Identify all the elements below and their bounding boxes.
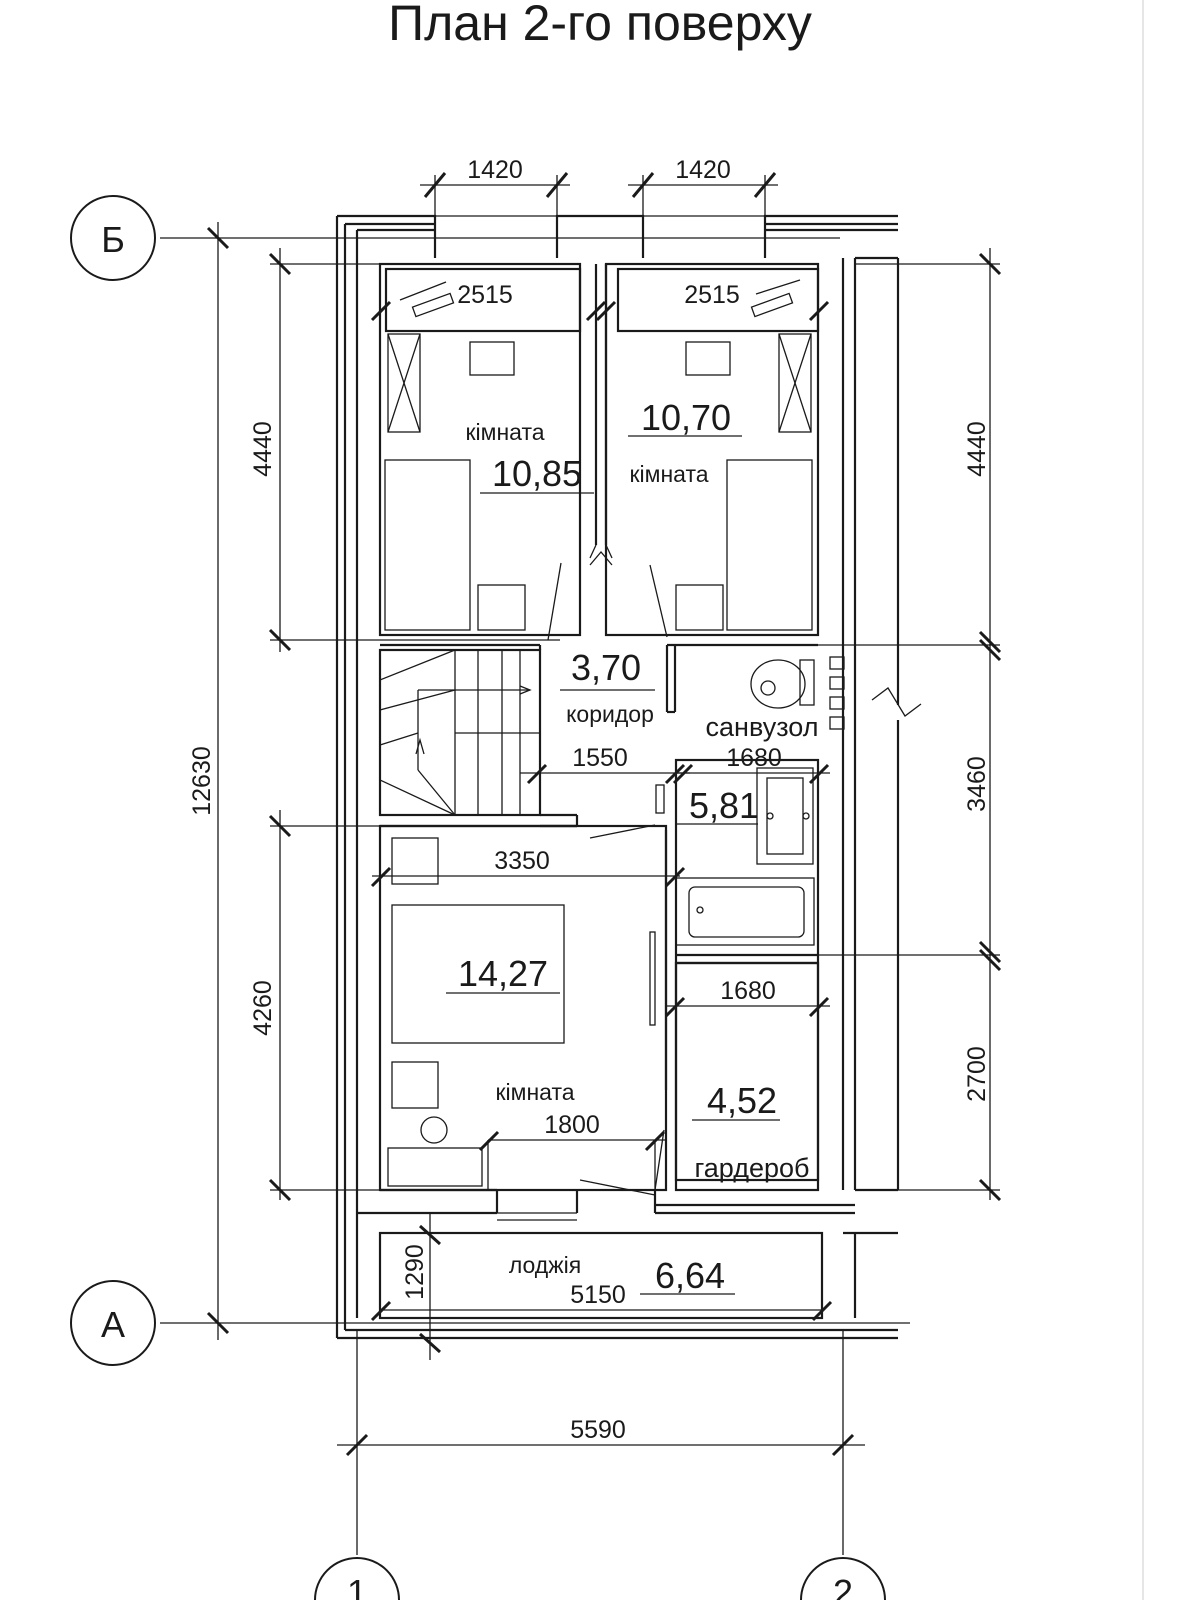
dim-bath-width: 1680 [726, 744, 782, 772]
page-title: План 2-го поверху [388, 0, 812, 51]
axis-lines [160, 237, 910, 1555]
axis-label-2: 2 [833, 1572, 853, 1600]
dim-left-total: 12630 [188, 746, 216, 816]
wardrobe-area: 4,52 [707, 1080, 777, 1121]
staircase [378, 648, 579, 828]
axis-marker-a: А [70, 1280, 156, 1366]
room-3-area: 14,27 [458, 953, 548, 994]
loggia-walls [357, 1188, 898, 1320]
dimension-lines [206, 172, 1002, 1457]
partition-bedrooms [547, 264, 668, 641]
dim-left-upper: 4440 [249, 421, 277, 477]
room-labels: кімната 10,85 10,70 кімната 3,70 коридор… [458, 397, 819, 1296]
room-1-area: 10,85 [492, 453, 582, 494]
room-2-area: 10,70 [641, 397, 731, 438]
wardrobe-label: гардероб [695, 1153, 810, 1183]
dim-overall-width: 5590 [570, 1416, 626, 1444]
dim-room-width: 3350 [494, 847, 550, 875]
room-3-walls [378, 824, 668, 1196]
dim-right-mid: 3460 [963, 756, 991, 812]
corridor-area: 3,70 [571, 647, 641, 688]
dim-wardrobe-top-left: 2515 [457, 281, 513, 309]
loggia-area: 6,64 [655, 1255, 725, 1296]
dim-right-upper: 4440 [963, 421, 991, 477]
axis-marker-2: 2 [800, 1557, 886, 1600]
dim-corridor: 1550 [572, 744, 628, 772]
room-1-walls [378, 262, 582, 637]
dim-loggia-width: 5150 [570, 1281, 626, 1309]
dim-left-lower: 4260 [249, 980, 277, 1036]
corridor-label: коридор [566, 701, 654, 727]
room-3-label: кімната [495, 1079, 574, 1105]
axis-label-a: А [101, 1304, 125, 1345]
dim-wardrobe-width: 1680 [720, 977, 776, 1005]
axis-label-1: 1 [347, 1572, 367, 1600]
room-1-label: кімната [465, 419, 544, 445]
dim-wardrobe-top-right: 2515 [684, 281, 740, 309]
dim-room-inner: 1800 [544, 1111, 600, 1139]
dimension-labels: 1420 1420 2515 2515 4440 4440 12630 4260… [188, 156, 991, 1444]
dim-window-right: 1420 [675, 156, 731, 184]
room-2-walls [604, 262, 820, 637]
bathroom-area: 5,81 [689, 785, 759, 826]
axis-label-b: Б [101, 219, 125, 260]
corridor-walls [380, 643, 818, 714]
bathroom-label: санвузол [706, 712, 819, 742]
outer-walls [335, 214, 922, 1340]
dim-right-lower: 2700 [963, 1046, 991, 1102]
dim-window-left: 1420 [467, 156, 523, 184]
dim-loggia-depth: 1290 [401, 1244, 429, 1300]
axis-marker-1: 1 [314, 1557, 400, 1600]
axis-marker-b: Б [70, 195, 156, 281]
room-2-label: кімната [629, 461, 708, 487]
loggia-label: лоджія [509, 1252, 581, 1278]
